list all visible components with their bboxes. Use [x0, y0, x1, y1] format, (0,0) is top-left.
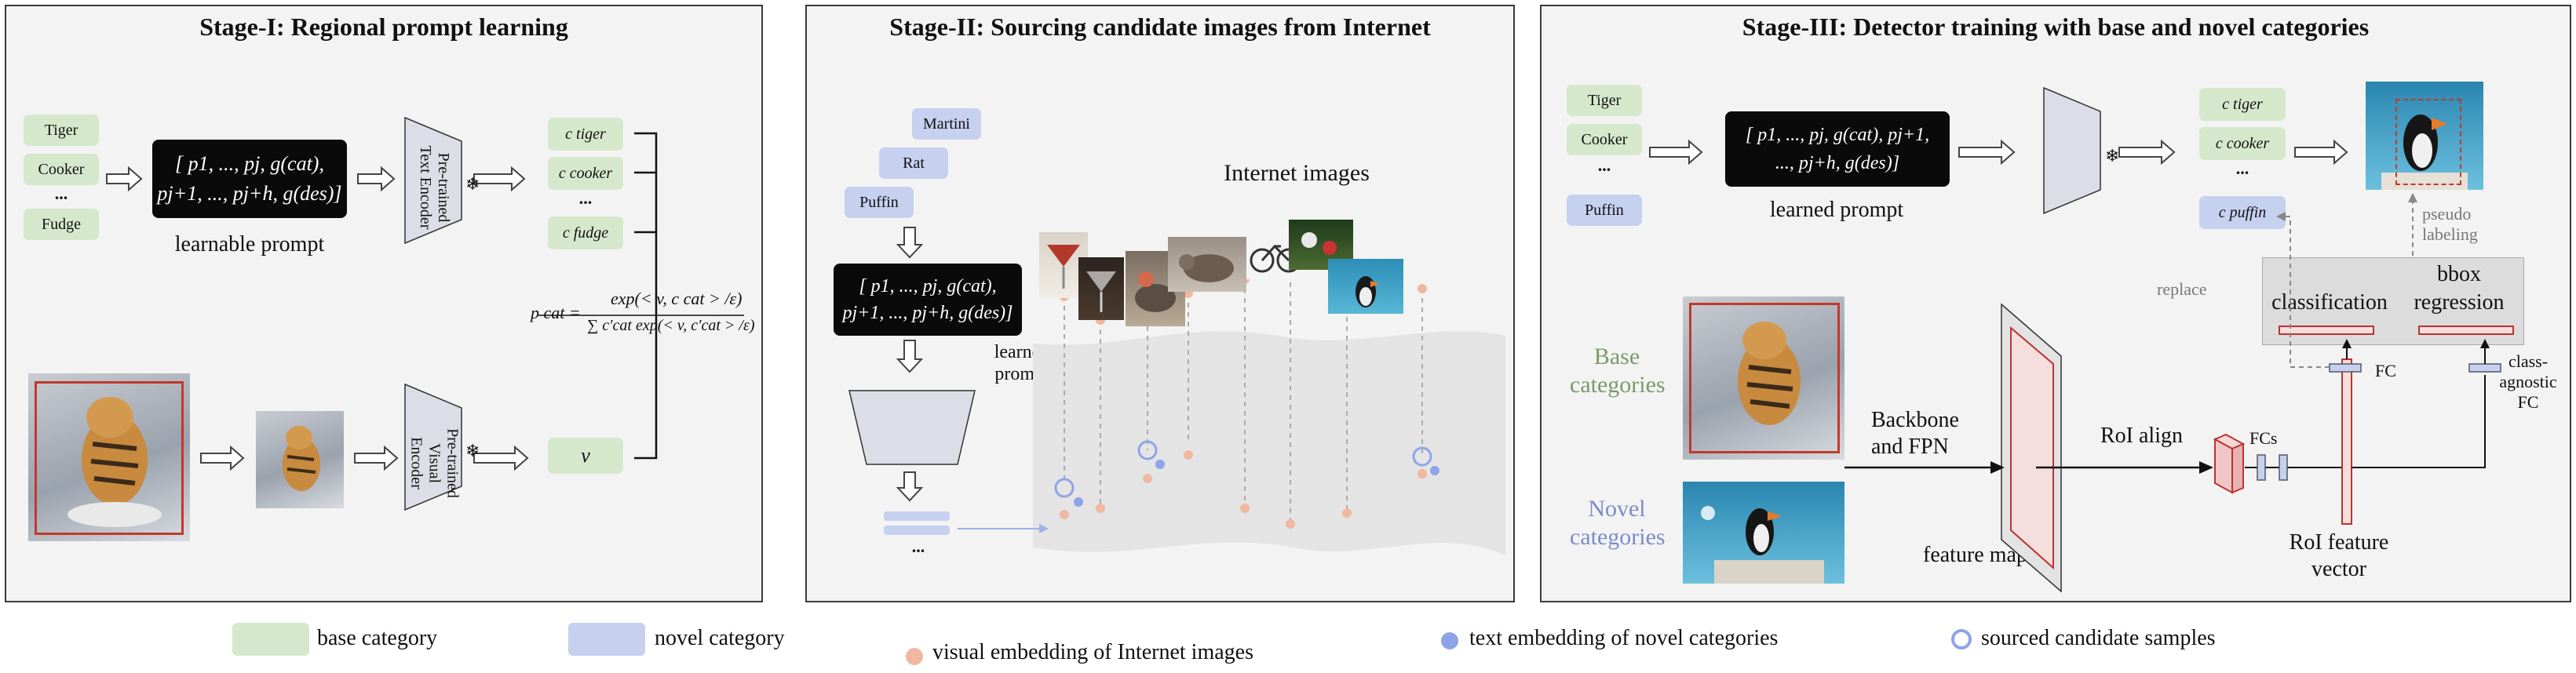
- stage2-image-puffin: [1328, 259, 1403, 314]
- stage2-prompt-caption-1: learned: [994, 342, 1050, 362]
- stage2-category-rat: Rat: [879, 147, 948, 179]
- stage1-visual-encoder-label: Pre-trained Visual Encoder: [407, 428, 462, 498]
- stage1-tiger-box: [35, 381, 184, 535]
- stage3-pseudo-label-1: pseudo: [2422, 204, 2472, 224]
- stage3-base-tiger-box: [1689, 303, 1840, 453]
- stage3-roi-vector-label-2: vector: [2311, 557, 2366, 581]
- stage3-prompt-caption: learned prompt: [1769, 198, 1904, 222]
- stage1-text-encoder-label: Pre-trained Text Encoder: [417, 145, 452, 230]
- stage3-fc-label: FC: [2375, 361, 2396, 380]
- stage3-base-tiger-image: [1683, 296, 1844, 460]
- stage2-text-encoder-label-1: Pre-trained: [877, 398, 947, 416]
- legend-base-swatch: [232, 623, 309, 656]
- stage2-category-puffin: Puffin: [845, 187, 914, 218]
- stage3-prompt-line1: [ p1, ..., pj, g(cat), pj+1,: [1745, 125, 1930, 145]
- stage3-base-label-1: Base: [1593, 344, 1640, 369]
- stage1-visual-encoder-snowflake-icon: ❄: [465, 441, 480, 460]
- legend-visual-embedding-label: visual embedding of Internet images: [932, 640, 1253, 664]
- stage3-title: Stage-III: Detector training with base a…: [1742, 13, 2370, 41]
- stage3-prompt-line2: ..., pj+h, g(des)]: [1775, 153, 1900, 173]
- stage1-category-cooker: Cooker: [24, 154, 99, 185]
- stage3-pseudo-label-2: labeling: [2422, 224, 2478, 244]
- stage3-text-encoder-label: Pre-trained Text Encoder: [2056, 117, 2092, 202]
- stage1-tiger-crop: [256, 411, 344, 508]
- stage2-prompt-line2: pj+1, ..., pj+h, g(des)]: [842, 303, 1013, 323]
- stage2-internet-images-label: Internet images: [1224, 160, 1370, 186]
- stage3-backbone-label-1: Backbone: [1871, 408, 1959, 432]
- stage3-output-puffin: c puffin: [2199, 196, 2286, 229]
- stage1-prompt-caption: learnable prompt: [174, 232, 325, 256]
- legend-novel-label: novel category: [655, 626, 785, 650]
- stage1-panel: Stage-I: Regional prompt learning Tiger …: [5, 5, 763, 602]
- legend-novel-swatch: [568, 623, 645, 656]
- stage3-novel-puffin-image: [1683, 482, 1844, 584]
- stage1-category-dots: ...: [54, 184, 68, 203]
- stage2-prompt-line1: [ p1, ..., pj, g(cat),: [859, 276, 997, 296]
- stage1-output-fudge: c fudge: [548, 216, 623, 249]
- stage3-feature-map-label: feature map: [1923, 543, 2027, 567]
- stage1-output-dots: ...: [578, 188, 593, 208]
- stage1-formula-lhs: p cat =: [531, 303, 581, 322]
- stage1-prompt-line1: [ p1, ..., pj, g(cat),: [175, 152, 324, 175]
- stage1-v-label: v: [548, 438, 623, 474]
- stage3-class-agnostic-label-2: agnostic: [2499, 372, 2557, 391]
- stage3-replace-label: replace: [2157, 279, 2207, 299]
- stage2-embedding-space-label: Category embedding space: [1293, 499, 1464, 516]
- stage3-output-cooker: c cooker: [2199, 127, 2286, 160]
- legend-text-embedding-dot-icon: [1441, 632, 1458, 649]
- legend-base-label: base category: [317, 626, 438, 650]
- stage3-roi-vector-label-1: RoI feature: [2289, 530, 2389, 555]
- stage3-text-encoder-snowflake-icon: ❄: [2105, 146, 2120, 166]
- stage1-output-cooker: c cooker: [548, 157, 623, 190]
- stage1-tiger-crop-illustration: [283, 426, 320, 491]
- stage3-class-agnostic-label-3: FC: [2517, 392, 2539, 412]
- stage3-novel-label-2: categories: [1570, 524, 1666, 550]
- stage3-backbone-label-2: and FPN: [1871, 435, 1949, 459]
- stage3-roi-align-label: RoI align: [2100, 424, 2183, 448]
- stage1-tiger-illustration: [68, 397, 162, 527]
- stage3-prompt-box: [ p1, ..., pj, g(cat), pj+1, ..., pj+h, …: [1725, 111, 1950, 187]
- stage3-fcs-label: FCs: [2249, 428, 2278, 448]
- legend-sourced-label: sourced candidate samples: [1981, 626, 2216, 650]
- stage1-text-encoder-snowflake-icon: ❄: [465, 174, 480, 194]
- stage2-panel: Stage-II: Sourcing candidate images from…: [805, 5, 1515, 602]
- stage1-title: Stage-I: Regional prompt learning: [199, 13, 568, 41]
- stage3-output-tiger: c tiger: [2199, 88, 2286, 121]
- stage2-image-rat: [1168, 237, 1246, 292]
- stage2-title: Stage-II: Sourcing candidate images from…: [889, 13, 1431, 41]
- stage1-category-fudge: Fudge: [24, 209, 99, 240]
- stage1-tiger-photo: [28, 373, 190, 541]
- stage2-image-martini-dark: [1078, 257, 1124, 320]
- stage1-prompt-box: [ p1, ..., pj, g(cat), pj+1, ..., pj+h, …: [152, 140, 347, 218]
- stage2-text-encoder-snowflake-icon: ❄: [903, 442, 918, 462]
- legend-sourced-ring-icon: [1951, 629, 1972, 649]
- legend-visual-embedding-dot-icon: [906, 648, 923, 665]
- stage3-category-tiger: Tiger: [1567, 85, 1642, 116]
- stage1-formula-denominator: ∑ c′cat exp(< v, c′cat > /ε): [587, 317, 755, 334]
- stage3-category-dots: ...: [1597, 155, 1611, 175]
- stage2-prompt-caption-2: prompt: [994, 364, 1049, 384]
- stage3-category-puffin: Puffin: [1567, 195, 1642, 226]
- stage2-embedding-dots: ...: [911, 537, 925, 556]
- stage3-class-agnostic-label-1: class-: [2508, 351, 2549, 371]
- stage3-pseudo-label-image: [2366, 82, 2483, 190]
- legend-text-embedding-label: text embedding of novel categories: [1469, 626, 1779, 650]
- stage3-bbox-label-1: bbox: [2437, 262, 2481, 286]
- stage1-output-tiger: c tiger: [548, 118, 623, 151]
- stage3-novel-label-1: Novel: [1588, 496, 1646, 522]
- stage3-category-cooker: Cooker: [1567, 124, 1642, 155]
- stage2-prompt-box: [ p1, ..., pj, g(cat), pj+1, ..., pj+h, …: [834, 264, 1022, 336]
- stage1-formula-numerator: exp(< v, c cat > /ε): [611, 289, 743, 308]
- stage1-prompt-line2: pj+1, ..., pj+h, g(des)]: [157, 182, 342, 205]
- stage3-output-dots: ...: [2235, 158, 2249, 178]
- stage3-base-label-2: categories: [1570, 372, 1666, 398]
- stage2-category-martini: Martini: [912, 108, 981, 140]
- stage3-bbox-label-2: regression: [2414, 290, 2505, 315]
- stage3-pseudo-label-box: [2395, 99, 2461, 185]
- stage3-panel: Stage-III: Detector training with base a…: [1540, 5, 2571, 602]
- stage3-classification-label: classification: [2271, 290, 2388, 315]
- stage1-category-tiger: Tiger: [24, 115, 99, 146]
- stage2-text-encoder-label-2: Text Encoder: [870, 419, 954, 436]
